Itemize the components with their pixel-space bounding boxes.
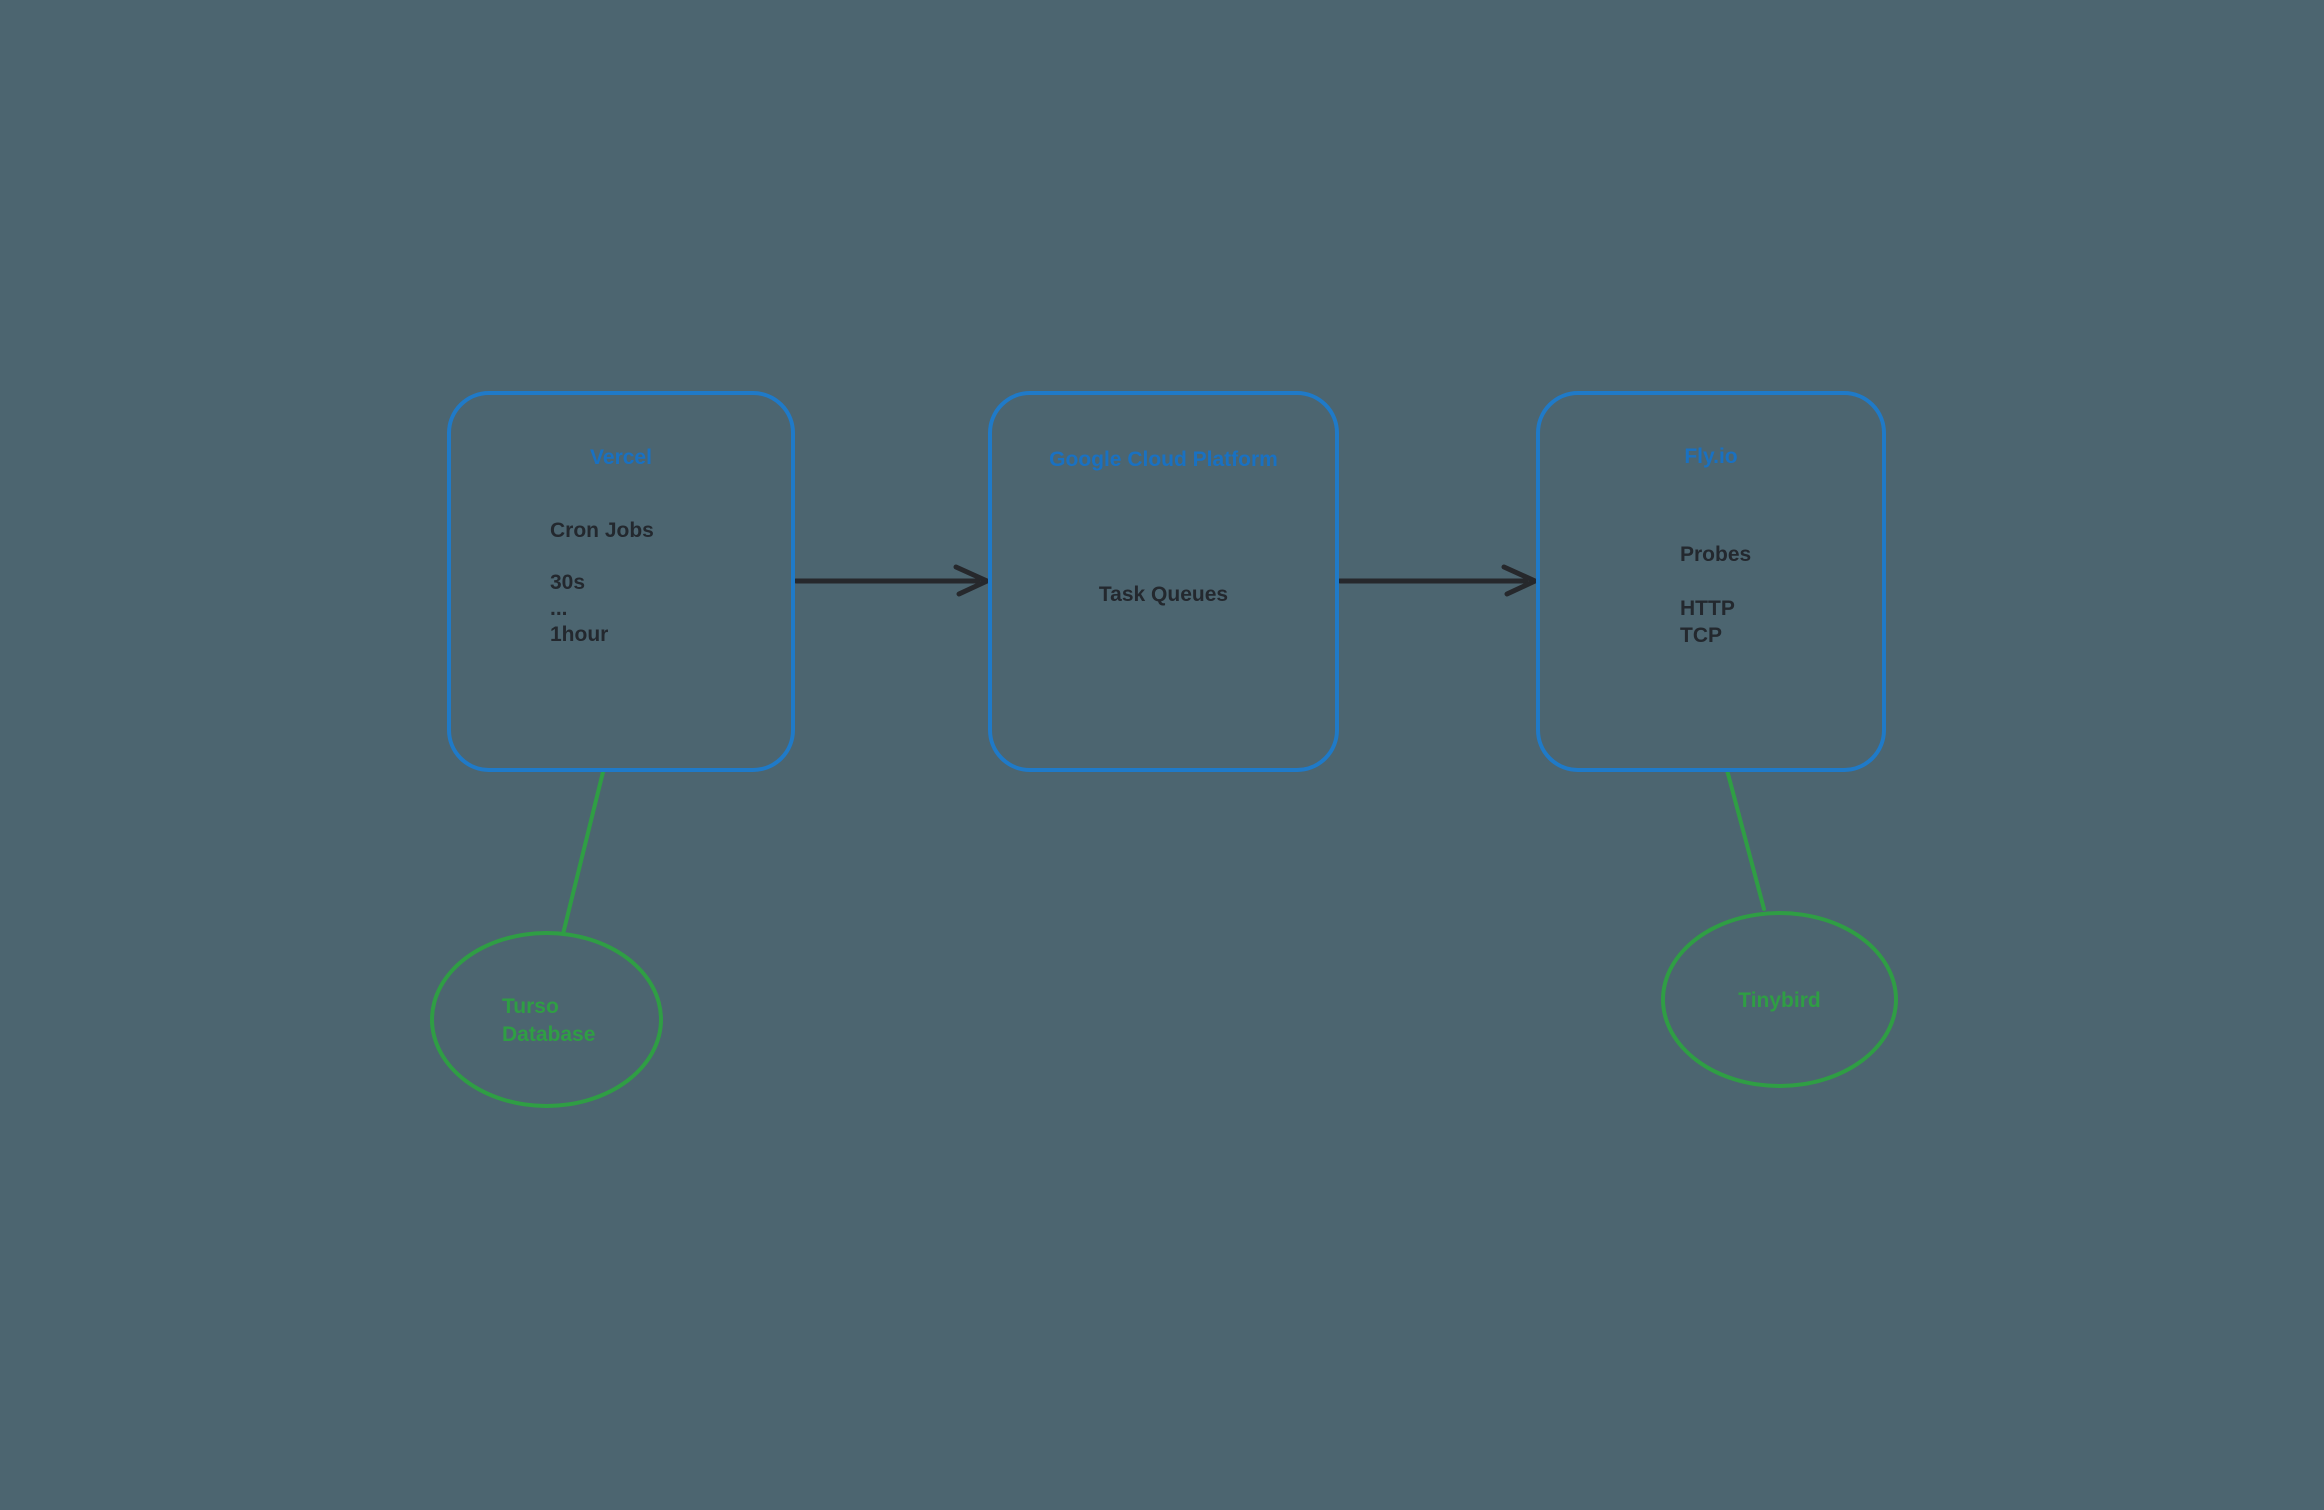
node-vercel-box: [447, 391, 795, 772]
arrow-gcp-to-flyio: [1337, 564, 1538, 597]
node-vercel-title: Vercel: [590, 446, 652, 469]
node-gcp-box: [988, 391, 1339, 772]
connector-flyio-to-tinybird: [1725, 768, 1766, 911]
node-gcp-title: Google Cloud Platform: [1049, 448, 1278, 471]
node-gcp-body: Task Queues: [1098, 583, 1229, 606]
node-tinybird-ellipse: [1661, 911, 1898, 1088]
node-vercel-body: Cron Jobs 30s ... 1hour: [550, 519, 654, 646]
node-flyio-body: Probes HTTP TCP: [1680, 543, 1752, 647]
node-tinybird-label: Tinybird: [1738, 989, 1821, 1012]
arrow-vercel-to-gcp: [793, 564, 990, 597]
node-flyio-title: Fly.io: [1684, 445, 1738, 468]
node-flyio-box: [1536, 391, 1886, 772]
node-turso-label: Turso Database: [502, 995, 596, 1046]
connector-vercel-to-turso: [561, 770, 605, 936]
node-turso-ellipse: [430, 931, 663, 1108]
